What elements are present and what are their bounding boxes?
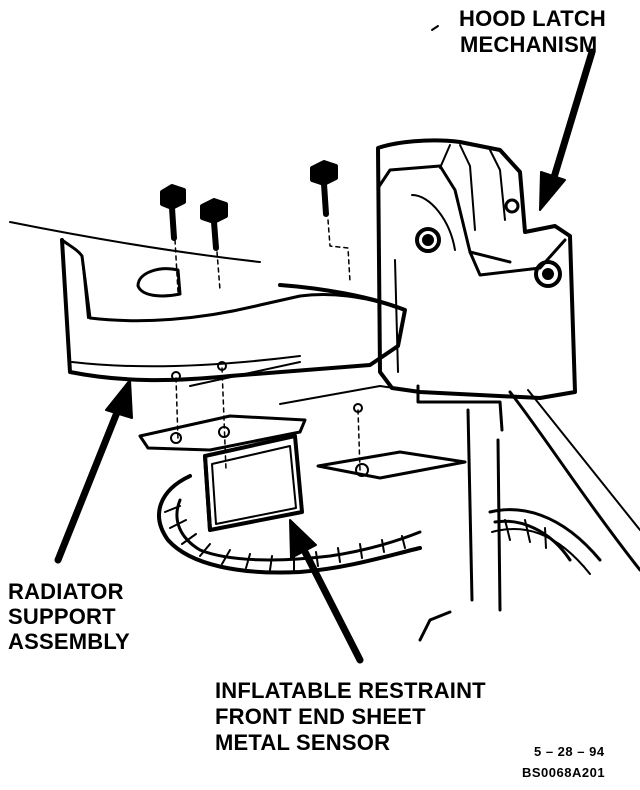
radiator-support-arrow xyxy=(54,406,122,564)
mounting-bolts xyxy=(160,160,351,293)
sensor-label-line-3: METAL SENSOR xyxy=(215,730,391,755)
hood-latch-label-line-2: MECHANISM xyxy=(460,32,598,57)
figure-code: BS0068A201 xyxy=(522,765,606,780)
radiator-support-label-line-1: RADIATOR xyxy=(8,579,124,604)
radiator-support-label-line-2: SUPPORT xyxy=(8,604,116,629)
hood-latch-label-line-1: HOOD LATCH xyxy=(459,6,607,31)
radiator-support-label-line-3: ASSEMBLY xyxy=(8,629,130,654)
hood-edge-line xyxy=(9,221,261,263)
figure-date: 5 – 28 – 94 xyxy=(534,744,605,759)
sensor-label-line-1: INFLATABLE RESTRAINT xyxy=(215,678,486,703)
leader-arrows xyxy=(54,48,596,664)
hood-latch-mechanism xyxy=(376,138,577,432)
sensor-assembly xyxy=(138,361,467,532)
sensor-label-line-2: FRONT END SHEET xyxy=(215,704,426,729)
radiator-support-body xyxy=(60,238,407,383)
wiring-harness xyxy=(157,474,572,575)
hood-latch-arrow xyxy=(548,48,596,188)
sensor-arrow xyxy=(299,544,364,664)
core-support-frame xyxy=(418,389,640,642)
scan-speck xyxy=(431,25,439,31)
